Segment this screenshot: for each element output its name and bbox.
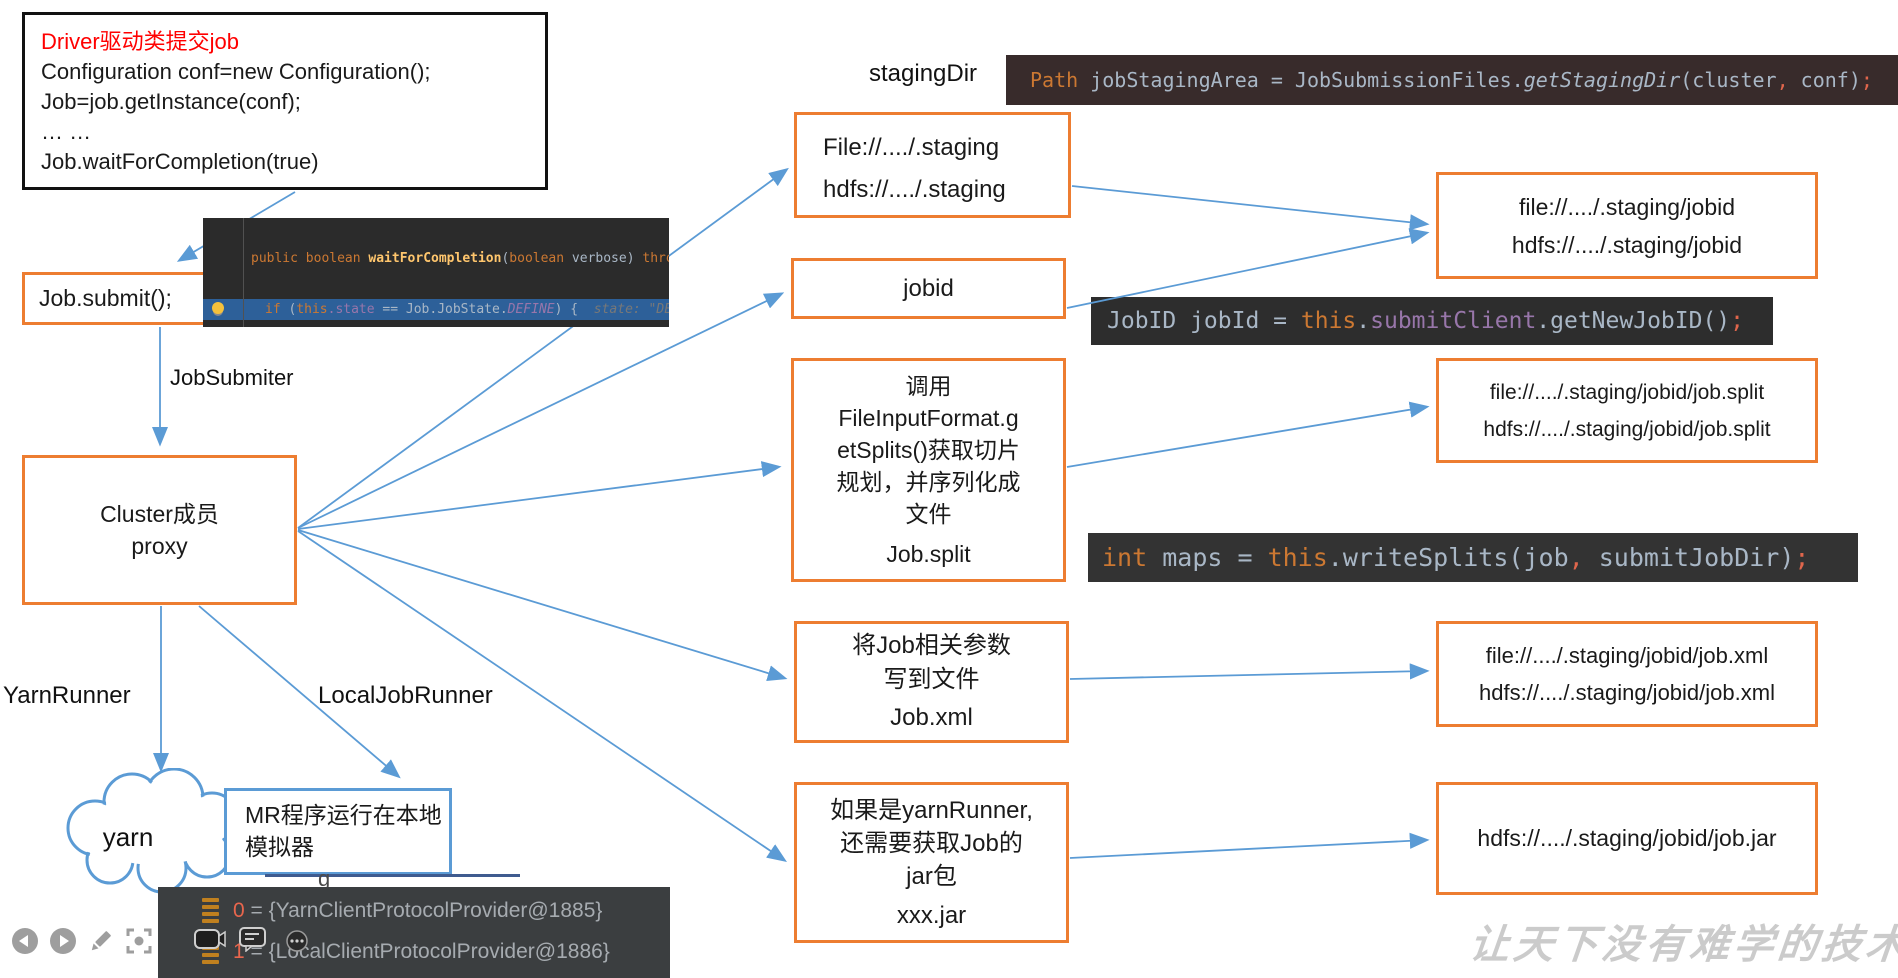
job-submiter-label: JobSubmiter	[170, 365, 294, 390]
jar-box: 如果是yarnRunner, 还需要获取Job的 jar包 xxx.jar	[794, 782, 1069, 943]
path-line: hdfs://..../.staging/jobid	[1511, 231, 1743, 258]
splits-line3: etSplits()获取切片	[837, 437, 1020, 463]
variable-icon	[202, 898, 219, 923]
jar-file-label: xxx.jar	[896, 901, 967, 929]
path-line: file://..../.staging/jobid/job.split	[1489, 380, 1765, 404]
mr-box-line2: 模拟器	[245, 834, 314, 860]
jar-line1: 如果是yarnRunner,	[830, 796, 1033, 824]
debugger-row: 0 = {YarnClientProtocolProvider@1885}	[202, 898, 602, 923]
jobxml-file-label: Job.xml	[890, 704, 973, 731]
variable-index: 0	[233, 898, 245, 922]
splits-line4: 规划，并序列化成	[836, 469, 1021, 495]
jobxml-line1: 将Job相关参数	[852, 632, 1011, 659]
variable-value: {LocalClientProtocolProvider@1886}	[268, 939, 610, 963]
path-line: hdfs://..../.staging/jobid/job.xml	[1479, 680, 1775, 705]
ide-gutter-divider	[243, 218, 244, 327]
splits-line2: FileInputFormat.g	[838, 405, 1019, 431]
staging-line1: File://..../.staging	[823, 134, 1000, 161]
code-bar-jobid: JobID jobId = this.submitClient.getNewJo…	[1091, 297, 1773, 345]
variable-value: {YarnClientProtocolProvider@1885}	[268, 898, 603, 922]
ide-line-2: if (this.state == Job.JobState.DEFINE) {…	[203, 299, 669, 320]
next-button[interactable]	[50, 928, 76, 954]
path-line: file://..../.staging/jobid	[1518, 193, 1736, 220]
path-box-job-split: file://..../.staging/jobid/job.split hdf…	[1436, 358, 1818, 463]
ide-code-snippet: public boolean waitForCompletion(boolean…	[203, 218, 669, 327]
splits-line5: 文件	[905, 501, 952, 527]
yarn-cloud-label: yarn	[102, 822, 154, 852]
camera-icon[interactable]	[194, 927, 226, 951]
mr-box-line1: MR程序运行在本地	[245, 802, 442, 828]
jobxml-line2: 写到文件	[883, 666, 980, 693]
driver-code-line: Job.waitForCompletion(true)	[41, 149, 319, 174]
ide-line-1: public boolean waitForCompletion(boolean…	[251, 251, 669, 266]
job-xml-box: 将Job相关参数 写到文件 Job.xml	[794, 621, 1069, 743]
more-options-icon[interactable]	[286, 930, 308, 952]
jar-line2: 还需要获取Job的	[840, 829, 1023, 857]
clipped-underline	[265, 874, 520, 877]
driver-code-line: … …	[41, 119, 92, 144]
jar-line3: jar包	[906, 862, 957, 890]
staging-line2: hdfs://..../.staging	[823, 176, 1006, 203]
previous-button[interactable]	[12, 928, 38, 954]
driver-box-title: Driver驱动类提交job	[41, 29, 240, 54]
jobid-box: jobid	[791, 258, 1066, 319]
path-box-job-jar: hdfs://..../.staging/jobid/job.jar	[1436, 782, 1818, 895]
staging-dir-label: stagingDir	[869, 60, 978, 87]
code-bar-write-splits: int maps = this.writeSplits(job, submitJ…	[1088, 533, 1858, 582]
splits-file-label: Job.split	[886, 541, 971, 567]
yarn-cloud	[66, 768, 239, 894]
path-line: hdfs://..../.staging/jobid/job.jar	[1477, 825, 1777, 851]
path-line: file://..../.staging/jobid/job.xml	[1485, 643, 1769, 668]
driver-code-line: Configuration conf=new Configuration();	[41, 59, 431, 84]
staging-paths-box: File://..../.staging hdfs://..../.stagin…	[794, 112, 1071, 218]
local-job-runner-label: LocalJobRunner	[318, 682, 493, 709]
job-submit-label: Job.submit();	[39, 285, 172, 311]
splits-line1: 调用	[905, 373, 952, 399]
lightbulb-icon	[212, 302, 224, 314]
focus-frame-icon[interactable]	[126, 928, 152, 954]
cluster-box-line2: proxy	[131, 533, 188, 559]
variable-index: 1	[233, 939, 245, 963]
mr-local-box: MR程序运行在本地 模拟器	[224, 788, 452, 875]
jobid-label: jobid	[903, 274, 954, 302]
driver-code-box: Driver驱动类提交job Configuration conf=new Co…	[22, 12, 548, 190]
equals: =	[244, 898, 269, 922]
clipped-partial-text: g	[318, 866, 331, 891]
job-submit-box: Job.submit();	[22, 272, 210, 325]
comment-icon[interactable]	[239, 927, 267, 952]
yarn-runner-label: YarnRunner	[3, 682, 131, 709]
code-bar-staging-dir: Path jobStagingArea = JobSubmissionFiles…	[1006, 55, 1898, 105]
path-box-staging-jobid: file://..../.staging/jobid hdfs://..../.…	[1436, 172, 1818, 279]
cluster-box-line1: Cluster成员	[100, 501, 219, 527]
pencil-icon[interactable]	[88, 928, 114, 954]
cluster-proxy-box: Cluster成员 proxy	[22, 455, 297, 605]
watermark: 让天下没有难学的技术	[1467, 921, 1898, 968]
debugger-panel: 0 = {YarnClientProtocolProvider@1885} 1 …	[158, 887, 670, 978]
path-line: hdfs://..../.staging/jobid/job.split	[1483, 417, 1771, 441]
driver-code-line: Job=job.getInstance(conf);	[41, 89, 301, 114]
splits-box: 调用 FileInputFormat.g etSplits()获取切片 规划，并…	[791, 358, 1066, 582]
path-box-job-xml: file://..../.staging/jobid/job.xml hdfs:…	[1436, 621, 1818, 727]
